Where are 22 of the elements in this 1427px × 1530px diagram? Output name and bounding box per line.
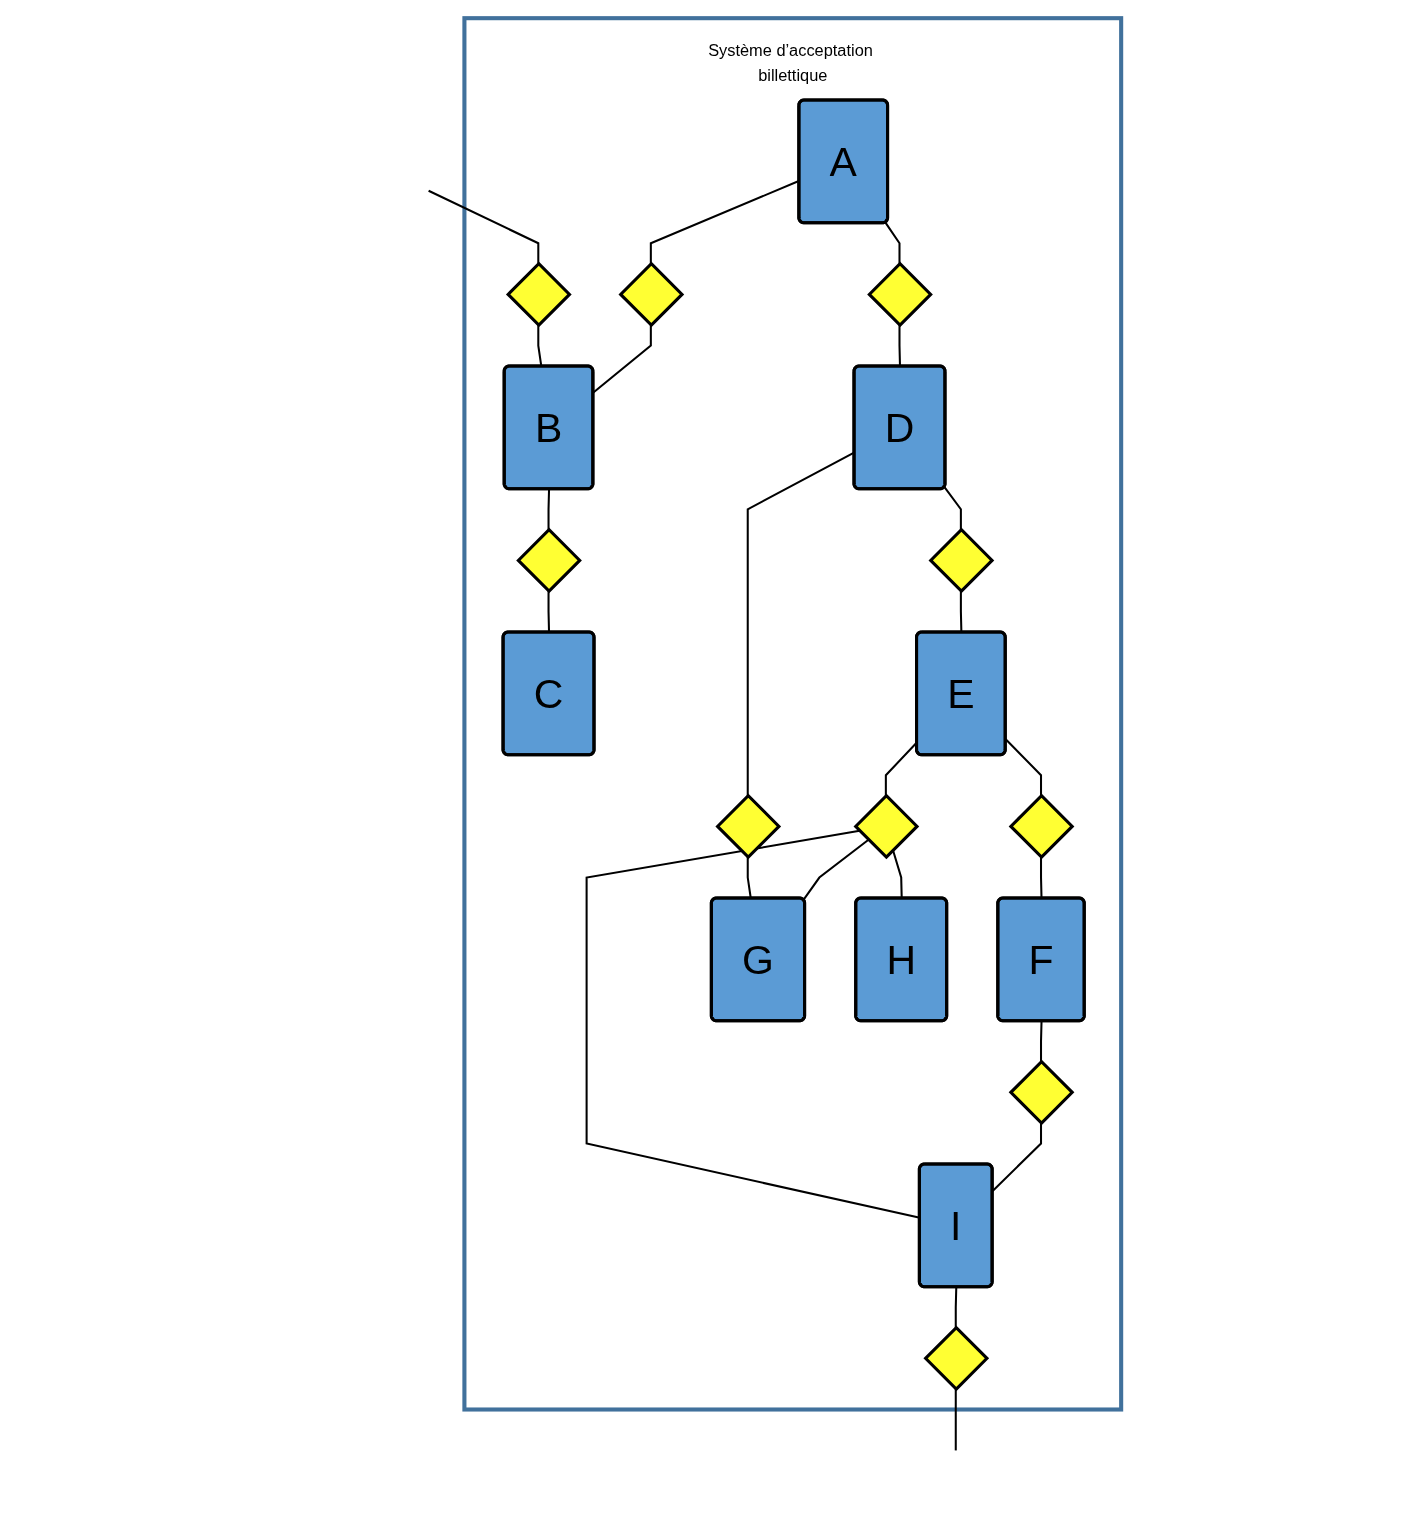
node-diamond bbox=[505, 261, 572, 328]
connector bbox=[537, 325, 543, 367]
connector bbox=[943, 486, 962, 530]
connector bbox=[1040, 1021, 1043, 1062]
node-diamond bbox=[867, 261, 933, 328]
node-diamond bbox=[928, 527, 995, 594]
connector bbox=[884, 222, 901, 264]
node-diamond bbox=[923, 1325, 990, 1392]
node-diamond bbox=[853, 793, 920, 860]
connector bbox=[547, 489, 551, 530]
connector bbox=[428, 189, 540, 264]
connector bbox=[802, 838, 870, 901]
node-diamond bbox=[516, 527, 582, 594]
node-diamond bbox=[618, 261, 685, 328]
node-diamond bbox=[1008, 1059, 1075, 1126]
connector bbox=[547, 591, 551, 633]
node-diamond bbox=[715, 793, 782, 860]
connector bbox=[954, 1287, 958, 1328]
connector bbox=[959, 591, 963, 633]
node-diamond bbox=[1008, 793, 1075, 860]
connector bbox=[954, 1389, 957, 1451]
connector bbox=[898, 325, 902, 367]
